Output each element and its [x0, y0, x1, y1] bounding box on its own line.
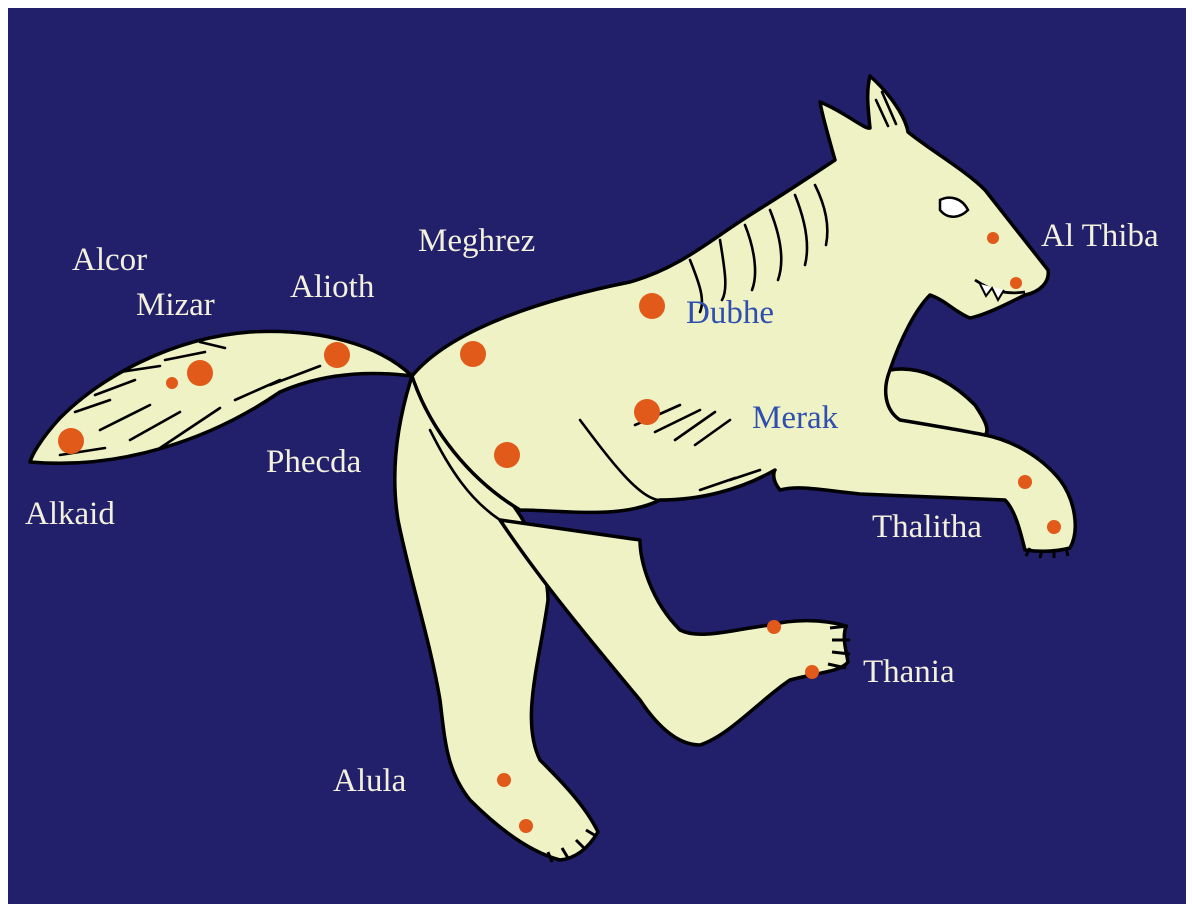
star-thalitha-1: [1018, 475, 1032, 489]
label-al-thiba: Al Thiba: [1041, 218, 1159, 254]
label-alkaid: Alkaid: [25, 496, 115, 532]
label-thalitha: Thalitha: [872, 509, 982, 545]
label-alula: Alula: [333, 763, 407, 799]
label-merak: Merak: [752, 400, 839, 436]
star-thania-1: [767, 620, 781, 634]
star-alula-1: [497, 773, 511, 787]
star-thania-2: [805, 665, 819, 679]
star-meghrez: [460, 341, 486, 367]
star-alula-2: [519, 819, 533, 833]
star-alioth: [324, 342, 350, 368]
label-phecda: Phecda: [266, 444, 362, 480]
star-alkaid: [58, 428, 84, 454]
star-merak: [634, 399, 660, 425]
label-dubhe: Dubhe: [686, 295, 774, 331]
label-alcor: Alcor: [72, 242, 147, 278]
label-thania: Thania: [863, 654, 955, 690]
star-alcor: [166, 377, 178, 389]
label-alioth: Alioth: [290, 269, 375, 305]
label-mizar: Mizar: [136, 287, 215, 323]
star-al-thiba-1: [987, 232, 999, 244]
star-dubhe: [639, 293, 665, 319]
star-al-thiba-2: [1010, 277, 1022, 289]
label-meghrez: Meghrez: [418, 223, 535, 259]
star-phecda: [494, 442, 520, 468]
star-mizar: [187, 360, 213, 386]
star-thalitha-2: [1047, 520, 1061, 534]
